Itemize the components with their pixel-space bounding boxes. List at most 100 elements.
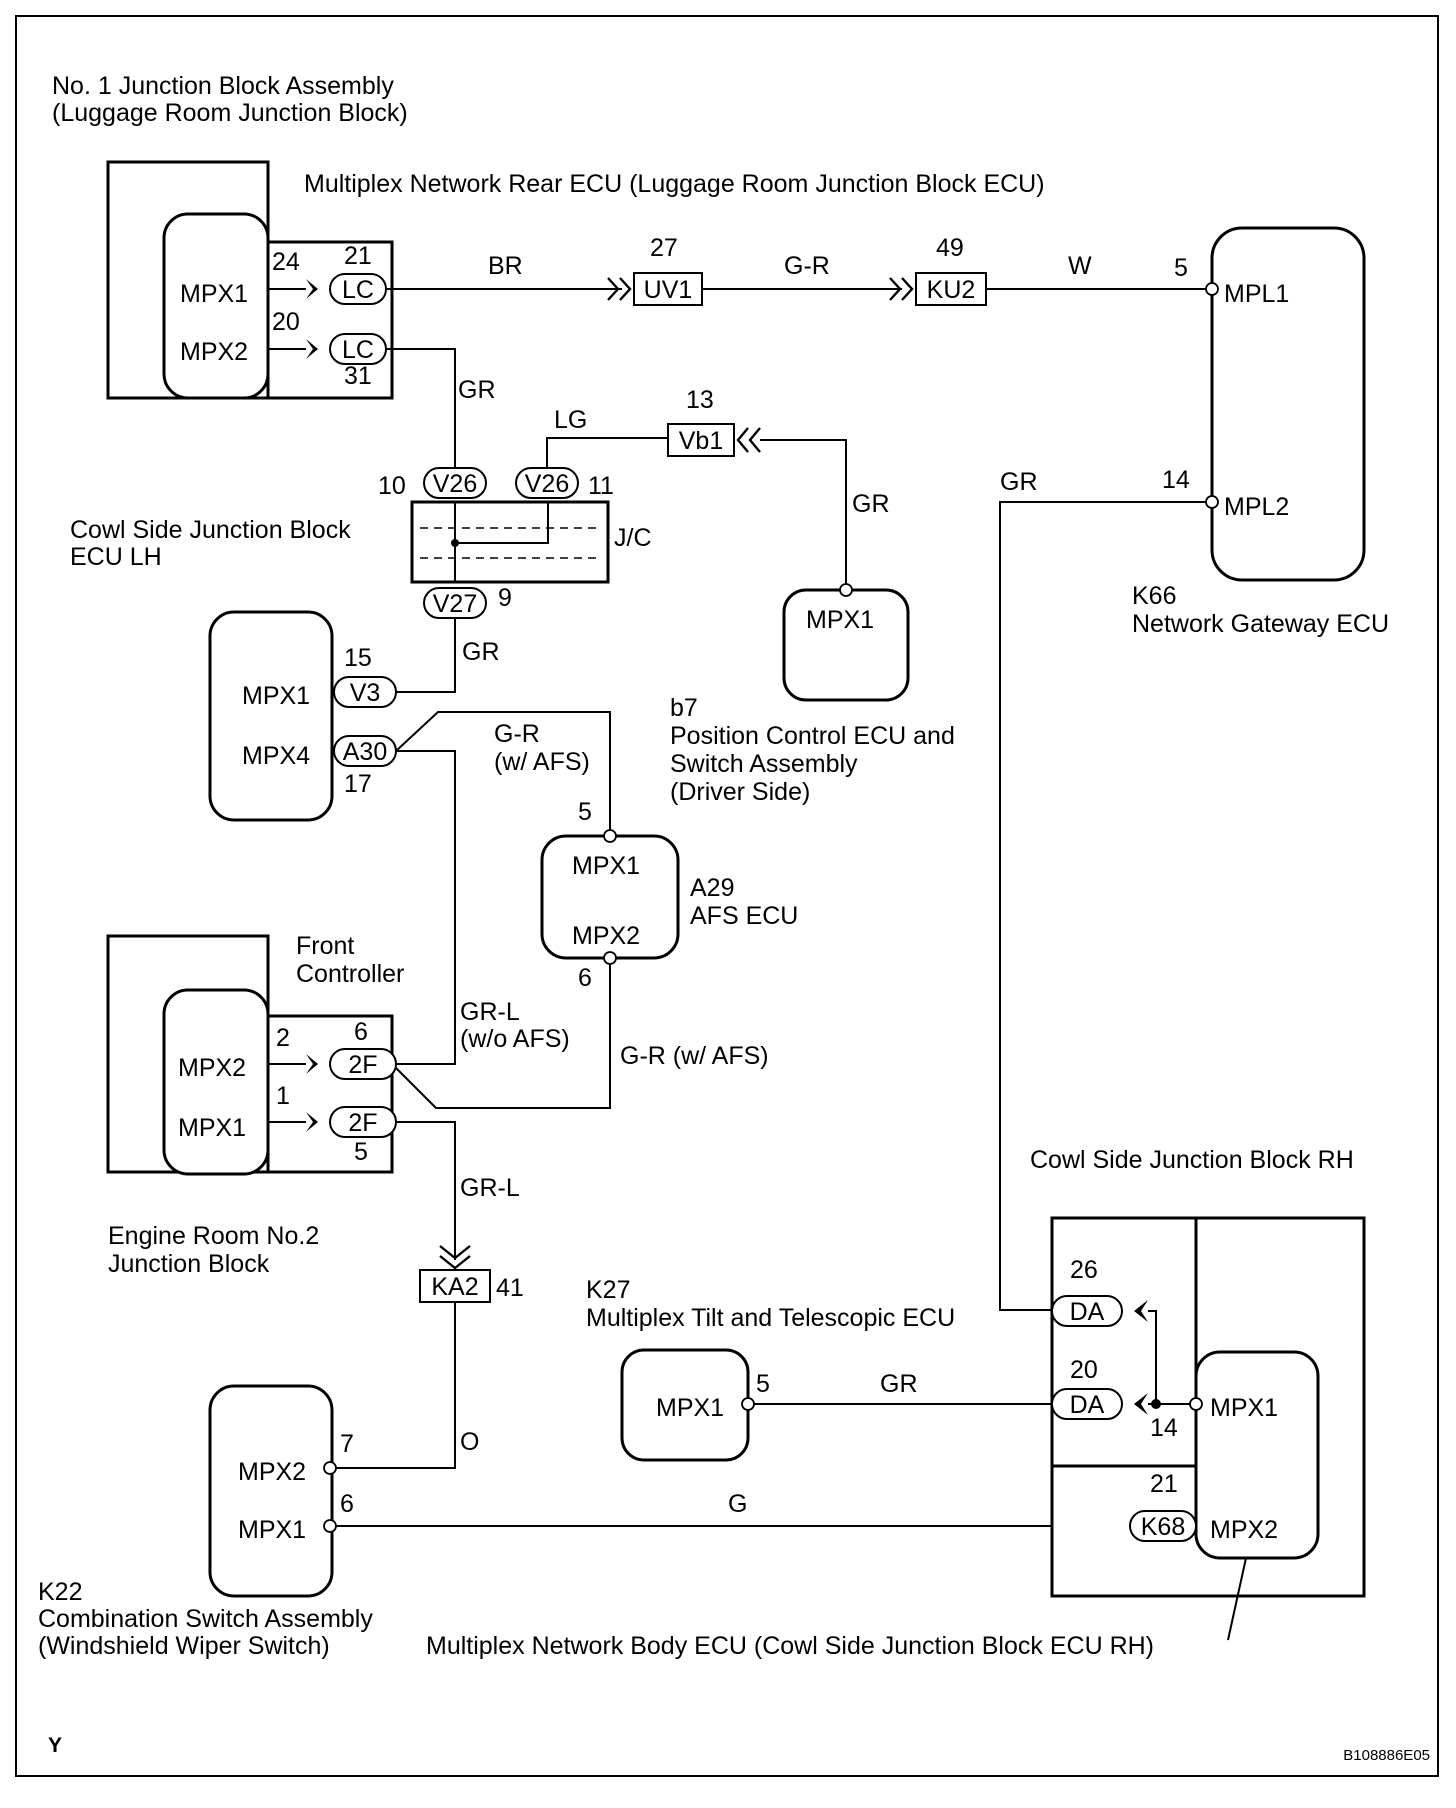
pin-number-5-k66: 5 [1174,254,1188,282]
wire-o [336,1302,456,1469]
pin-number-10: 10 [378,472,406,500]
2f-arrow-1 [306,1054,318,1074]
pin-number-20: 20 [272,308,300,336]
connector-v3-label: V3 [350,679,381,707]
engine-room-label-2: Junction Block [108,1250,270,1278]
connector-k68-label: K68 [1141,1513,1185,1541]
wire-label-gr-1: GR [458,376,496,404]
k27-terminal-mpx1 [741,1397,755,1411]
connector-da-20-label: DA [1070,1391,1105,1419]
body-ecu [1194,1350,1320,1560]
wire-label-g-r-afs-1: G-R [494,720,540,748]
connector-v3 [333,676,397,708]
a29-terminal-mpx1 [603,829,617,843]
k66-pin-mpl2: MPL2 [1224,493,1289,521]
wire-gr-l [396,1121,456,1260]
k22-terminal-mpx1 [323,1519,337,1533]
a29-name: AFS ECU [690,902,798,930]
engine-room-label-1: Engine Room No.2 [108,1222,319,1250]
rear-ecu-label: Multiplex Network Rear ECU (Luggage Room… [304,170,1045,198]
jb1-title-line2: (Luggage Room Junction Block) [52,99,408,127]
connector-2f-1-label: 2F [348,1051,377,1079]
pin-number-13: 13 [686,386,714,414]
wire-label-br: BR [488,252,523,280]
cowl-rh-label: Cowl Side Junction Block RH [1030,1146,1354,1174]
connector-uv1-label: UV1 [644,276,693,304]
wire-label-w: W [1068,252,1092,280]
body-ecu-pin-mpx2: MPX2 [1210,1516,1278,1544]
wire-label-gr-2: GR [462,638,500,666]
a29-code: A29 [690,874,734,902]
left-ecu-pin-mpx4: MPX4 [242,742,310,770]
body-ecu-label: Multiplex Network Body ECU (Cowl Side Ju… [426,1632,1154,1660]
wire-label-gr-l-no-afs-2: (w/o AFS) [460,1025,570,1053]
pin-number-26: 26 [1070,1256,1098,1284]
k66-name: Network Gateway ECU [1132,610,1389,638]
diagram-frame [15,15,1439,1777]
wire-lg [546,437,668,468]
left-ecu-pin-mpx1: MPX1 [242,682,310,710]
lc-arrow-1 [306,279,318,299]
pin-number-5-k27: 5 [756,1370,770,1398]
wire-gr-l-no-afs [396,750,456,1065]
k27-code: K27 [586,1276,630,1304]
wire-g-r-afs-2f [395,964,611,1109]
k66-code: K66 [1132,582,1176,610]
body-ecu-terminal-mpx1 [1189,1397,1203,1411]
k66-pin-mpl1: MPL1 [1224,280,1289,308]
connector-2f-2-label: 2F [348,1109,377,1137]
jb1-title-line1: No. 1 Junction Block Assembly [52,72,394,100]
k22-pin-mpx1: MPX1 [238,1516,306,1544]
body-ecu-pin-mpx1: MPX1 [1210,1394,1278,1422]
pin-number-7: 7 [340,1430,354,1458]
front-controller-connector-block [266,1014,394,1174]
wire-label-o: O [460,1428,479,1456]
wire-label-g-r: G-R [784,252,830,280]
wire-gr-mpl2 [999,501,1206,1311]
k66-terminal-mpl1 [1205,282,1219,296]
wire-gr-lc31 [386,348,456,468]
wire-label-g: G [728,1490,747,1518]
2f-arrow-2 [306,1112,318,1132]
pin-number-14-k66: 14 [1162,466,1190,494]
pin-number-5-a29: 5 [578,798,592,826]
pin-number-31: 31 [344,362,372,390]
pin-number-20-da: 20 [1070,1356,1098,1384]
b7-terminal-mpx1 [839,583,853,597]
connector-uv1 [633,272,703,306]
connector-vb1-label: Vb1 [679,427,723,455]
b7-name-line1: Position Control ECU and [670,722,955,750]
b7-name-line3: (Driver Side) [670,778,810,806]
front-controller [162,988,270,1176]
wire-g-r-afs-a29 [395,711,611,834]
k66-terminal-mpl2 [1205,495,1219,509]
wire-label-gr-l-no-afs-1: GR-L [460,998,520,1026]
pin-number-6-k22: 6 [340,1490,354,1518]
pin-number-14-body: 14 [1150,1414,1178,1442]
wire-label-gr-l: GR-L [460,1174,520,1202]
left-ecu-mpx1-mpx4 [208,610,334,822]
k27-pin-mpx1: MPX1 [656,1394,724,1422]
rear-ecu [162,212,270,400]
connector-2f-1 [329,1048,397,1080]
k22-pin-mpx2: MPX2 [238,1458,306,1486]
connector-ku2-label: KU2 [927,276,976,304]
pin-number-1: 1 [276,1082,290,1110]
figure-code: B108886E05 [1343,1747,1430,1764]
cowl-rh-connector-block [1050,1216,1198,1468]
connector-da-26-label: DA [1070,1298,1105,1326]
front-controller-label-1: Front [296,932,354,960]
connector-da-26 [1051,1295,1123,1327]
b7-name-line2: Switch Assembly [670,750,858,778]
connector-v26-10-label: V26 [433,470,477,498]
pin-number-49: 49 [936,234,964,262]
rear-ecu-pin-mpx2: MPX2 [180,338,248,366]
wire-gr-b7 [760,439,847,588]
front-controller-pin-mpx1: MPX1 [178,1114,246,1142]
front-controller-label-2: Controller [296,960,404,988]
cowl-lh-label-1: Cowl Side Junction Block [70,516,351,544]
da-arrow-26 [1134,1300,1148,1322]
connector-lc-2-label: LC [342,336,374,364]
pin-number-41: 41 [496,1274,524,1302]
junction-dot-lh [451,539,459,547]
